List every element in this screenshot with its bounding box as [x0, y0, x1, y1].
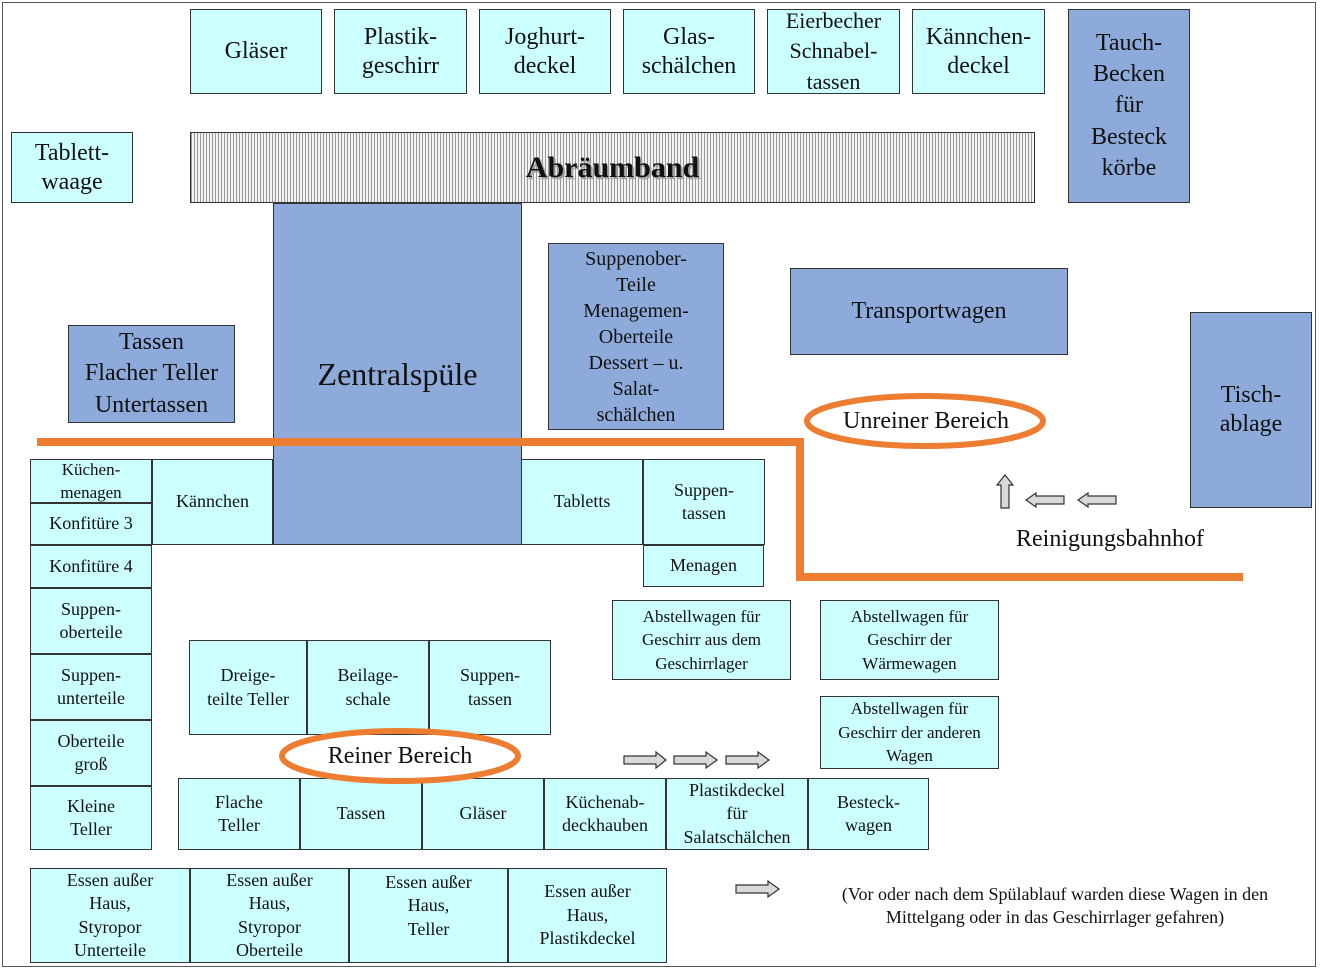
unreiner-bereich-ellipse: [804, 393, 1046, 449]
box-kuechenmenagen: Küchen- menagen: [30, 459, 152, 503]
box-kuechenabdeckhauben: Küchenab- deckhauben: [544, 778, 666, 850]
box-konfituere4: Konfitüre 4: [30, 545, 152, 588]
arrow-left-icon: [1076, 491, 1117, 509]
box-flache-teller: Flache Teller: [178, 778, 300, 850]
box-eierbecher: Eierbecher Schnabel- tassen: [767, 9, 900, 94]
reiner-bereich-ellipse: [279, 728, 521, 784]
box-kaennchen: Kännchen: [152, 459, 273, 545]
box-konfituere3: Konfitüre 3: [30, 503, 152, 545]
box-suppenoberteile-group: Suppenober- Teile Menagemen- Oberteile D…: [548, 243, 724, 430]
box-ausser-haus-styropor-unterteile: Essen außer Haus, Styropor Unterteile: [30, 868, 190, 963]
box-kleine-teller: Kleine Teller: [30, 786, 152, 850]
box-suppentassen-upper: Suppen- tassen: [643, 459, 765, 545]
arrow-left-icon: [1024, 491, 1065, 509]
abraeumband-conveyor: Abräumband: [190, 132, 1035, 203]
box-tassen-bottom: Tassen: [300, 778, 422, 850]
box-besteckwagen: Besteck- wagen: [808, 778, 929, 850]
arrow-right-icon: [725, 750, 771, 770]
arrow-right-icon: [673, 750, 719, 770]
box-glaeser-bottom: Gläser: [422, 778, 544, 850]
label-reinigungsbahnhof: Reinigungsbahnhof: [1016, 526, 1204, 552]
box-ausser-haus-styropor-oberteile: Essen außer Haus, Styropor Oberteile: [190, 868, 349, 963]
zone-divider-line: [37, 438, 1243, 581]
box-joghurtdeckel: Joghurt- deckel: [479, 9, 611, 94]
legend-arrow-right-icon: [735, 879, 781, 899]
box-kaennchendeckel: Kännchen- deckel: [912, 9, 1045, 94]
arrow-up-icon: [995, 474, 1015, 509]
box-tassen-flacher-teller: Tassen Flacher Teller Untertassen: [68, 325, 235, 423]
box-plastikgeschirr: Plastik- geschirr: [334, 9, 467, 94]
box-glaeser-top: Gläser: [190, 9, 322, 94]
box-abstellwagen-andere: Abstellwagen für Geschirr der anderen Wa…: [820, 696, 999, 769]
box-abstellwagen-waermewagen: Abstellwagen für Geschirr der Wärmewagen: [820, 600, 999, 680]
box-menagen: Menagen: [643, 545, 764, 587]
box-suppentassen-middle: Suppen- tassen: [429, 640, 551, 735]
box-transportwagen: Transportwagen: [790, 268, 1068, 355]
box-suppenoberteile: Suppen- oberteile: [30, 588, 152, 654]
zentralspuele: Zentralspüle: [273, 203, 522, 545]
box-tablettwaage: Tablett- waage: [11, 132, 133, 203]
label-unreiner-bereich: Unreiner Bereich: [843, 408, 1009, 434]
legend-note: (Vor oder nach dem Spülablauf warden die…: [841, 884, 1269, 928]
label-reiner-bereich: Reiner Bereich: [327, 743, 473, 769]
box-tischablage: Tisch- ablage: [1190, 312, 1312, 508]
box-tauchbecken: Tauch- Becken für Besteck körbe: [1068, 9, 1190, 203]
box-oberteile-gross: Oberteile groß: [30, 720, 152, 786]
box-suppenunterteile: Suppen- unterteile: [30, 654, 152, 720]
arrow-right-icon: [623, 750, 667, 770]
box-tabletts: Tabletts: [521, 459, 643, 545]
box-abstellwagen-geschirrlager: Abstellwagen für Geschirr aus dem Geschi…: [612, 600, 791, 680]
box-plastikdeckel-salat: Plastikdeckel für Salatschälchen: [666, 778, 808, 850]
box-glasschaelchen: Glas- schälchen: [623, 9, 755, 94]
box-dreigeteilte-teller: Dreige- teilte Teller: [189, 640, 307, 735]
box-ausser-haus-teller: Essen außer Haus, Teller: [349, 868, 508, 963]
box-ausser-haus-plastikdeckel: Essen außer Haus, Plastikdeckel: [508, 868, 667, 963]
